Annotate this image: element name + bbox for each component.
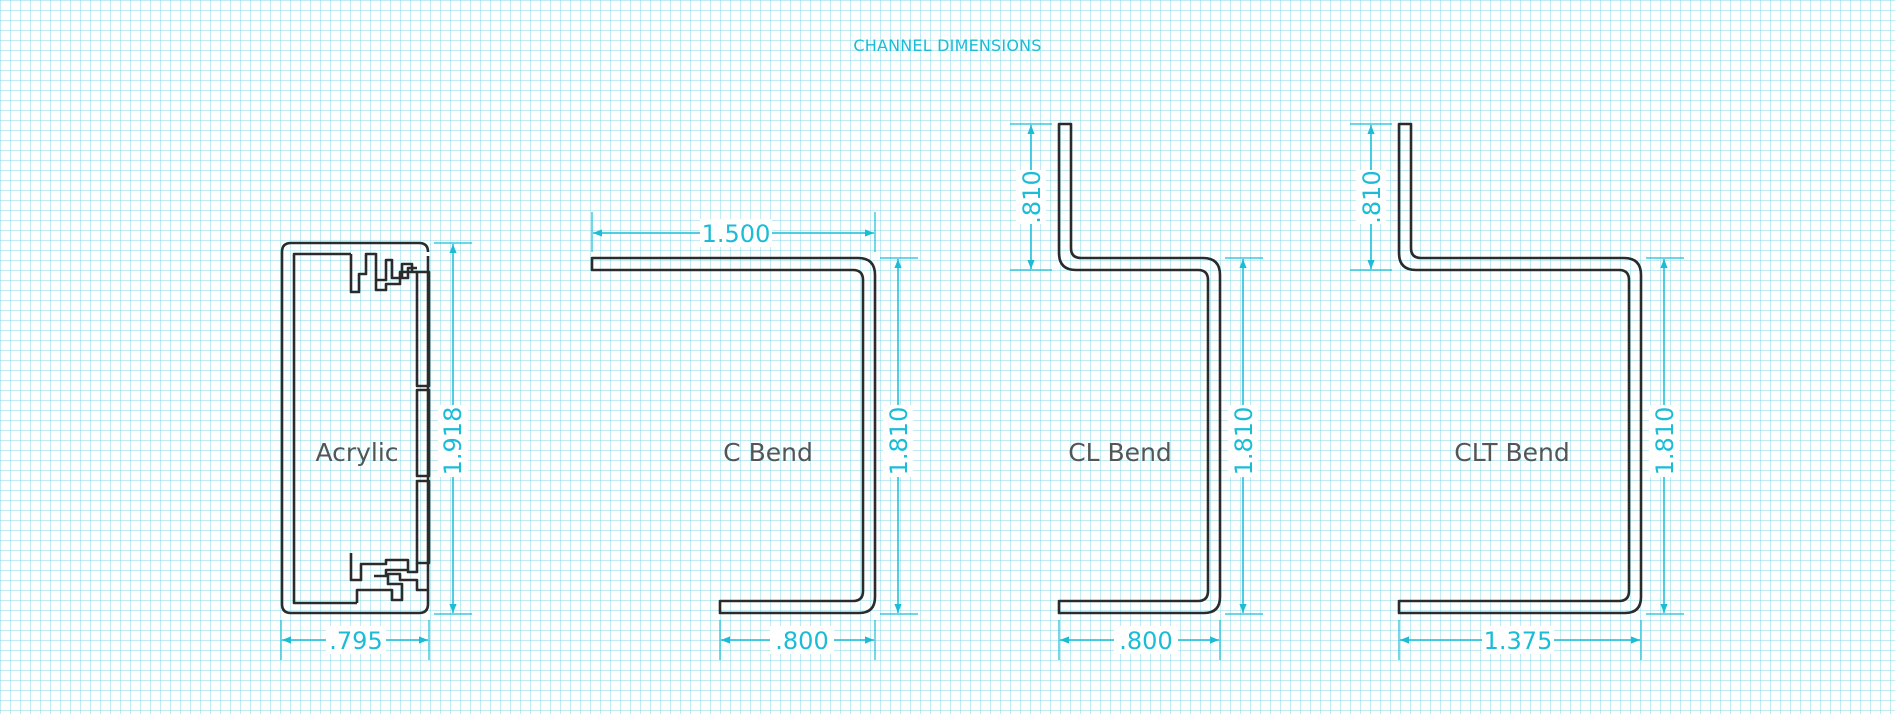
cl-bend-profile: CL Bend xyxy=(1057,122,1222,615)
clt-bend-profile: CLT Bend xyxy=(1397,122,1643,615)
acrylic-outer-shell xyxy=(280,241,430,615)
clt-bend-lip-mask xyxy=(1356,170,1386,224)
acrylic-height-mask xyxy=(438,405,468,477)
c-bend-top-value: 1.500 xyxy=(702,220,771,248)
c-bend-height-mask xyxy=(883,405,913,477)
clt-bend-height-mask xyxy=(1649,405,1679,477)
clt-bend-height-value: 1.810 xyxy=(1651,407,1679,476)
cl-bend-lip-mask xyxy=(1016,170,1046,224)
c-bend-profile: C Bend xyxy=(590,256,877,615)
cl-bend-outline xyxy=(1057,122,1222,615)
c-bend-width-mask xyxy=(770,626,834,654)
cl-bend-dimensions: .810 .800 1.810 xyxy=(1010,123,1263,660)
cl-bend-width-value: .800 xyxy=(1119,627,1172,655)
cl-bend-label: CL Bend xyxy=(1068,438,1172,467)
page-title: CHANNEL DIMENSIONS xyxy=(853,36,1042,55)
cl-bend-height-mask xyxy=(1228,405,1258,477)
acrylic-inner-wall xyxy=(292,252,357,605)
acrylic-width-mask xyxy=(326,626,386,654)
acrylic-lens-upper xyxy=(415,270,431,388)
c-bend-dimensions: 1.500 .800 1.810 xyxy=(591,212,918,660)
acrylic-bottom-clip xyxy=(349,553,428,603)
cl-bend-height-value: 1.810 xyxy=(1230,407,1258,476)
c-bend-top-mask xyxy=(700,219,772,247)
clt-bend-width-mask xyxy=(1482,626,1554,654)
acrylic-profile: Acrylic xyxy=(280,241,431,615)
cl-bend-width-mask xyxy=(1114,626,1178,654)
c-bend-height-value: 1.810 xyxy=(885,407,913,476)
c-bend-width-value: .800 xyxy=(775,627,828,655)
clt-bend-outline xyxy=(1397,122,1643,615)
acrylic-height-value: 1.918 xyxy=(439,407,467,476)
c-bend-outline xyxy=(590,256,877,615)
acrylic-top-clip xyxy=(349,252,417,294)
acrylic-dimensions: .795 1.918 xyxy=(280,242,472,660)
clt-bend-lip-value: .810 xyxy=(1358,170,1386,223)
acrylic-lens-lower xyxy=(415,479,431,565)
acrylic-label: Acrylic xyxy=(315,438,398,467)
clt-bend-dimensions: .810 1.375 1.810 xyxy=(1350,123,1684,660)
clt-bend-width-value: 1.375 xyxy=(1484,627,1553,655)
c-bend-label: C Bend xyxy=(723,438,813,467)
acrylic-width-value: .795 xyxy=(329,627,382,655)
clt-bend-label: CLT Bend xyxy=(1454,438,1569,467)
cl-bend-lip-value: .810 xyxy=(1018,170,1046,223)
acrylic-lens-middle xyxy=(415,388,431,478)
